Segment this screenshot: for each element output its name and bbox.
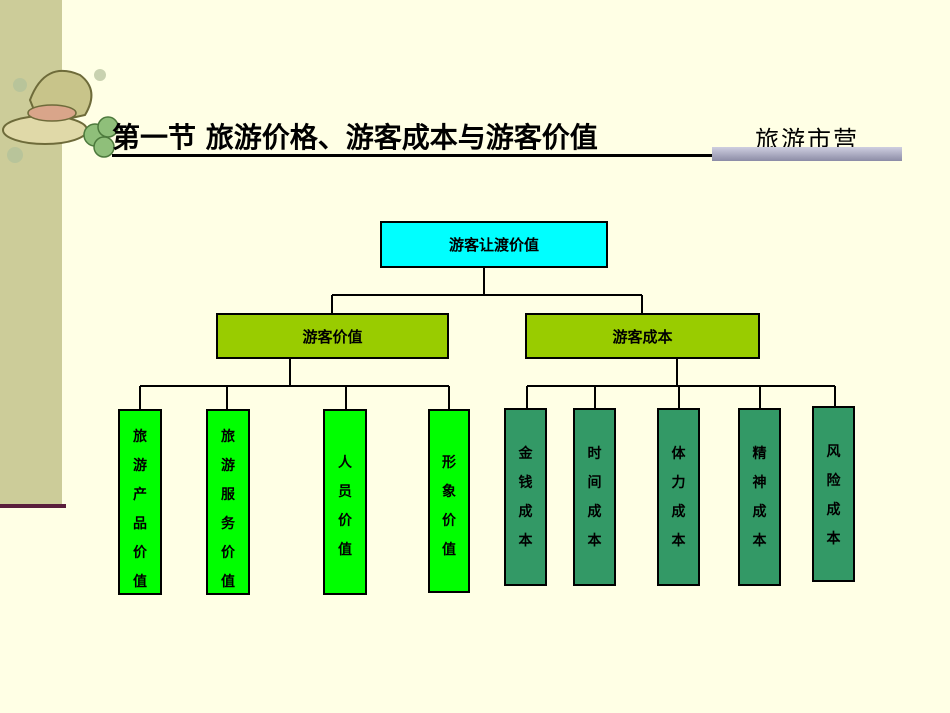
leaf-node: 体力成本 bbox=[657, 408, 700, 586]
leaf-node: 人员价值 bbox=[323, 409, 367, 595]
slide-title: 第一节 旅游价格、游客成本与游客价值 bbox=[112, 121, 598, 154]
title-underline bbox=[112, 154, 712, 157]
leaf-node: 金钱成本 bbox=[504, 408, 547, 586]
branch-node-value: 游客价值 bbox=[216, 313, 449, 359]
leaf-node: 形象价值 bbox=[428, 409, 470, 593]
leaf-node: 旅游服务价值 bbox=[206, 409, 250, 595]
sidebar-divider bbox=[0, 504, 66, 508]
branch-node-cost: 游客成本 bbox=[525, 313, 760, 359]
floral-decoration-icon bbox=[2, 69, 119, 163]
leaf-node: 时间成本 bbox=[573, 408, 616, 586]
leaf-node: 旅游产品价值 bbox=[118, 409, 162, 595]
title-accent-bar bbox=[712, 147, 902, 161]
root-node: 游客让渡价值 bbox=[380, 221, 608, 268]
leaf-node: 风险成本 bbox=[812, 406, 855, 582]
leaf-node: 精神成本 bbox=[738, 408, 781, 586]
